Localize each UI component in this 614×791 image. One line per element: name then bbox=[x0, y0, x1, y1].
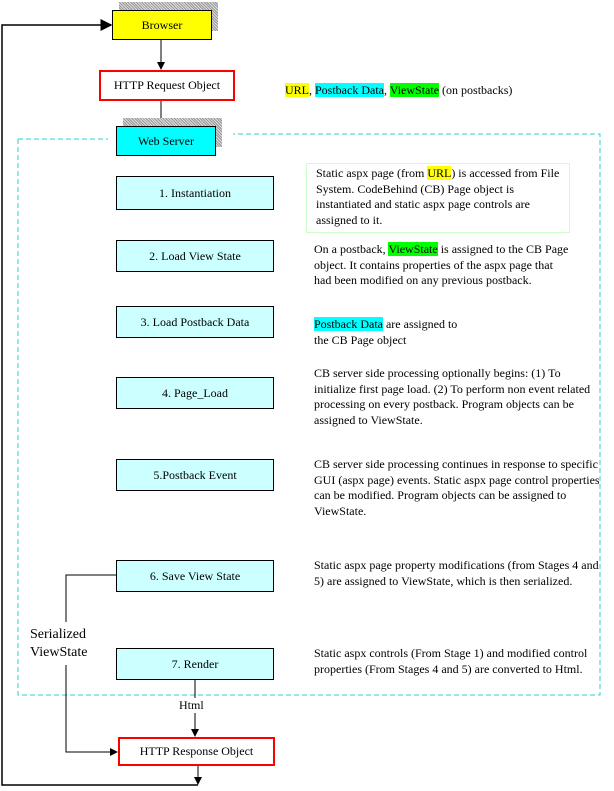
desc-text: the CB Page object bbox=[314, 332, 407, 347]
desc-render: Static aspx controls (From Stage 1) and … bbox=[314, 646, 588, 676]
stage-postback-event: 5.Postback Event bbox=[116, 459, 274, 491]
desc-load-view-state: On a postback, ViewState is assigned to … bbox=[314, 242, 569, 289]
instantiation-note-box bbox=[306, 163, 570, 233]
legend-tail: (on postbacks) bbox=[439, 83, 513, 97]
desc-postback-highlight: Postback Data bbox=[314, 317, 383, 331]
stage-render: 7. Render bbox=[116, 648, 274, 680]
stage-instantiation: 1. Instantiation bbox=[116, 176, 274, 210]
desc-viewstate-highlight: ViewState bbox=[388, 242, 438, 256]
stage-page-load: 4. Page_Load bbox=[116, 377, 274, 409]
desc-instantiation: Static aspx page (from URL) is accessed … bbox=[316, 166, 561, 228]
desc-text: On a postback, bbox=[314, 242, 389, 256]
html-label: Html bbox=[179, 698, 204, 713]
desc-url-highlight: URL bbox=[427, 166, 452, 180]
http-request-box: HTTP Request Object bbox=[99, 70, 235, 101]
legend: URL, Postback Data, ViewState (on postba… bbox=[285, 83, 512, 98]
legend-postback: Postback Data bbox=[315, 83, 384, 97]
web-server-boundary bbox=[17, 133, 601, 696]
label-line: Serialized bbox=[30, 627, 86, 642]
legend-sep: , bbox=[383, 83, 390, 97]
stage-load-postback-data: 3. Load Postback Data bbox=[116, 306, 274, 338]
desc-page-load: CB server side processing optionally beg… bbox=[314, 366, 591, 427]
desc-text: ) is accessed from File System. CodeBehi… bbox=[316, 166, 560, 227]
desc-postback-event: CB server side processing continues in r… bbox=[314, 457, 600, 518]
browser-box: Browser bbox=[112, 10, 212, 40]
stage-load-view-state: 2. Load View State bbox=[116, 240, 274, 272]
label-line: ViewState bbox=[30, 645, 88, 660]
legend-url: URL bbox=[285, 83, 309, 97]
http-response-box: HTTP Response Object bbox=[118, 737, 275, 766]
web-server-box: Web Server bbox=[116, 126, 216, 156]
legend-viewstate: ViewState bbox=[389, 83, 440, 97]
stage-save-view-state: 6. Save View State bbox=[116, 560, 274, 592]
desc-save-view-state: Static aspx page property modifications … bbox=[314, 558, 599, 588]
legend-sep: , bbox=[309, 83, 315, 97]
desc-text: are assigned to bbox=[382, 317, 458, 331]
desc-text: is assigned to the CB Page object. It co… bbox=[314, 242, 569, 287]
desc-text: Static aspx page (from bbox=[316, 166, 428, 180]
